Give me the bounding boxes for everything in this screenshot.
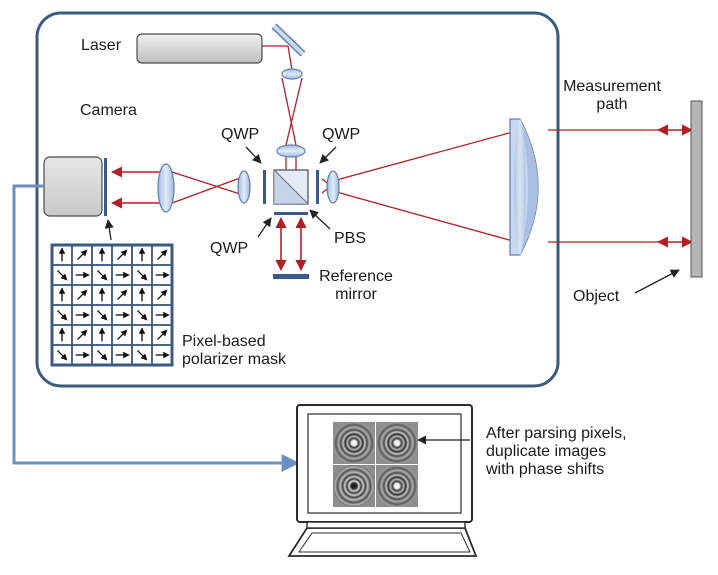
test-object xyxy=(690,100,703,278)
qwp-right-label: QWP xyxy=(322,126,361,143)
measurement-double-arrows xyxy=(656,124,694,248)
arrow-down-right-icon xyxy=(97,310,108,321)
arrow-up-right-icon xyxy=(77,289,88,300)
arrow-up-right-icon xyxy=(157,329,168,340)
left-relay-lens xyxy=(237,170,251,204)
reference-double-arrows xyxy=(275,216,307,272)
arrow-down-right-icon xyxy=(137,270,148,281)
camera-return-arrows xyxy=(110,166,160,209)
mask-cell xyxy=(151,344,173,366)
reference-mirror-label-line2: mirror xyxy=(335,286,377,303)
pbs-label: PBS xyxy=(334,230,367,247)
collimating-lens xyxy=(276,144,306,158)
arrow-down-right-icon xyxy=(137,310,148,321)
polarizer-mask-label: Pixel-based polarizer mask xyxy=(182,333,286,369)
arrow-down-right-icon xyxy=(97,350,108,361)
camera-label: Camera xyxy=(80,102,137,119)
fold-mirror xyxy=(271,23,306,57)
pixel-polarizer-mask xyxy=(50,243,174,367)
camera-body xyxy=(43,156,103,217)
arrow-up-right-icon xyxy=(157,249,168,260)
arrow-down-right-icon xyxy=(97,270,108,281)
qwp-right-plate xyxy=(316,170,319,204)
arrow-up-right-icon xyxy=(117,329,128,340)
qwp-bottom-plate xyxy=(274,212,308,215)
reference-mirror-label: Reference mirror xyxy=(310,268,402,304)
arrow-up-right-icon xyxy=(157,289,168,300)
monitor-caption: After parsing pixels, duplicate images w… xyxy=(486,425,627,479)
right-relay-lens xyxy=(326,170,340,204)
laser-beam-paths xyxy=(171,45,662,244)
polarizing-beam-splitter xyxy=(273,169,309,205)
fringe-pattern xyxy=(376,465,418,507)
arrow-down-right-icon xyxy=(137,350,148,361)
beam-expander-lens xyxy=(281,68,303,80)
monitor-caption-line2: duplicate images xyxy=(486,443,607,460)
camera-sensor-plate xyxy=(104,158,107,216)
reference-mirror-label-line1: Reference xyxy=(319,268,393,285)
arrow-up-right-icon xyxy=(117,249,128,260)
qwp-plates xyxy=(263,170,319,215)
object-label: Object xyxy=(573,288,620,305)
reference-mirror xyxy=(273,274,309,279)
arrow-down-right-icon xyxy=(57,350,68,361)
arrow-up-right-icon xyxy=(117,289,128,300)
laser-label: Laser xyxy=(81,37,122,54)
measurement-path-label: Measurement path xyxy=(553,78,671,114)
arrow-down-right-icon xyxy=(57,310,68,321)
phase-shifted-fringe-images xyxy=(333,422,418,507)
polarizer-mask-label-line2: polarizer mask xyxy=(182,351,287,368)
pointer-arrows xyxy=(104,146,680,445)
monitor-caption-line3: with phase shifts xyxy=(486,461,605,478)
arrow-up-right-icon xyxy=(77,249,88,260)
fringe-pattern xyxy=(333,422,375,464)
fringe-pattern xyxy=(333,465,375,507)
instrument-enclosure xyxy=(35,11,560,388)
objective-lens xyxy=(509,118,539,256)
measurement-path-label-line1: Measurement xyxy=(563,78,661,95)
qwp-bottom-label: QWP xyxy=(210,240,249,257)
arrow-down-right-icon xyxy=(57,270,68,281)
laser-source xyxy=(136,33,263,64)
polarizer-mask-label-line1: Pixel-based xyxy=(182,333,266,350)
arrow-up-right-icon xyxy=(77,329,88,340)
monitor-caption-line1: After parsing pixels, xyxy=(486,425,627,442)
measurement-path-label-line2: path xyxy=(596,96,628,113)
imaging-lens xyxy=(157,163,175,213)
qwp-left-plate xyxy=(263,170,266,204)
camera-signal-line xyxy=(12,184,300,472)
qwp-left-label: QWP xyxy=(221,126,260,143)
fringe-pattern xyxy=(376,422,418,464)
